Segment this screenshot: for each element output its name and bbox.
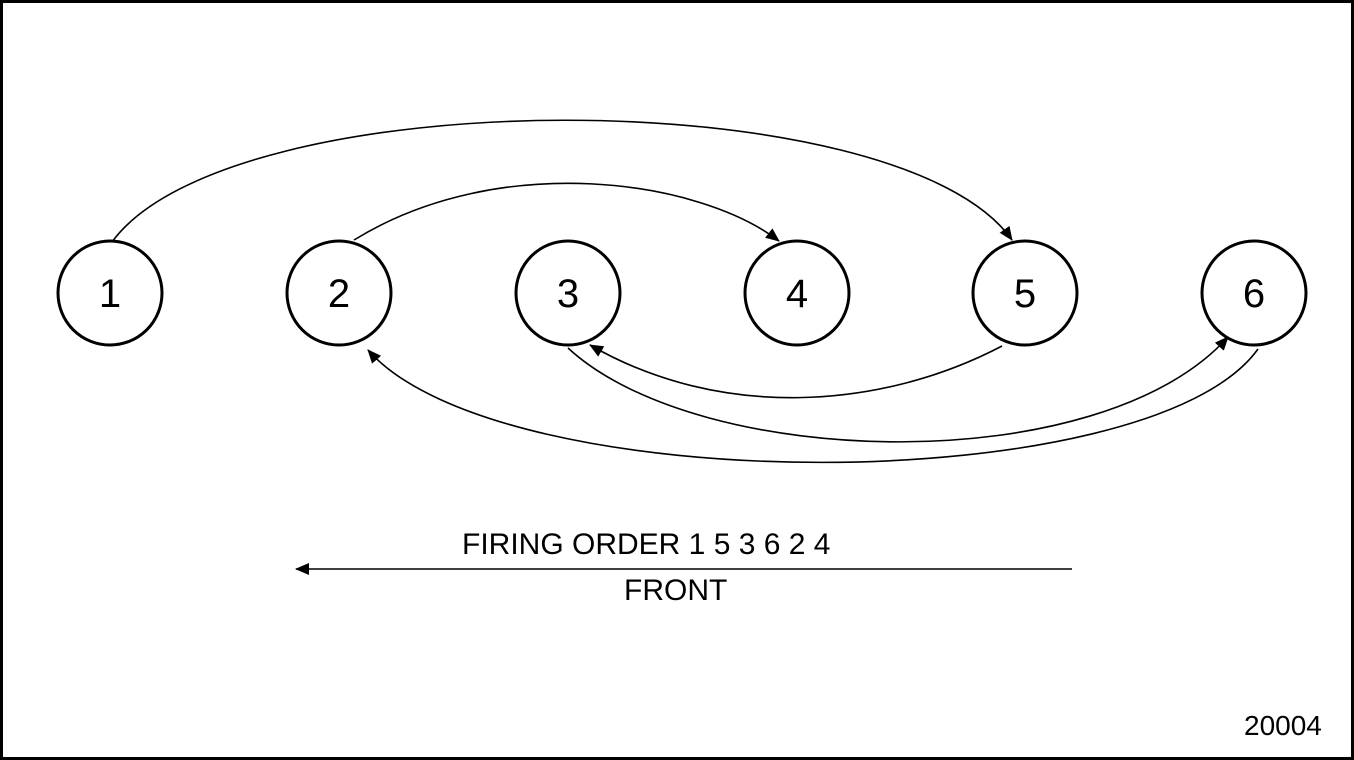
cylinder-6-label: 6 <box>1243 272 1265 316</box>
figure-number: 20004 <box>1244 710 1322 741</box>
cylinder-3-label: 3 <box>557 272 579 316</box>
cylinder-4-label: 4 <box>786 272 808 316</box>
arc-2-to-4 <box>353 182 780 242</box>
arc-5-to-3 <box>589 344 1003 399</box>
cylinder-5-label: 5 <box>1014 272 1036 316</box>
arc-3-to-6 <box>567 336 1229 443</box>
front-label: FRONT <box>624 574 728 607</box>
firing-order-caption: FIRING ORDER 1 5 3 6 2 4 <box>462 528 831 561</box>
cylinder-6: 6 <box>1200 239 1308 347</box>
cylinder-2-label: 2 <box>328 272 350 316</box>
arc-1-to-5 <box>111 119 1013 243</box>
cylinder-4: 4 <box>743 239 851 347</box>
cylinder-2: 2 <box>285 239 393 347</box>
cylinder-1-label: 1 <box>99 272 121 316</box>
arc-6-to-2 <box>367 348 1259 464</box>
cylinder-3: 3 <box>514 239 622 347</box>
cylinder-5: 5 <box>971 239 1079 347</box>
cylinder-1: 1 <box>56 239 164 347</box>
